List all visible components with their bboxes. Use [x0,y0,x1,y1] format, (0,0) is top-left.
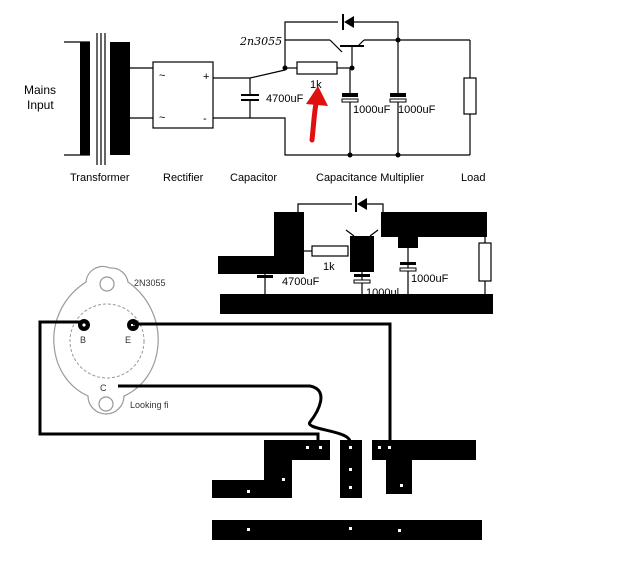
pin-c-label: C [100,383,107,393]
transistor-pinout: 2N3055 B E C Looking fi [53,265,169,415]
rectifier: ~ ~ + - [152,61,214,129]
caption-capacitor: Capacitor [230,172,277,184]
mains-label-line1: Mains [24,83,56,97]
transistor-label: 2n3055 [239,35,282,48]
resistor-label: 1k [310,79,322,91]
pad-right [372,440,476,494]
pinout-note: Looking fi [130,400,169,410]
cap-main-label: 4700uF [266,93,304,105]
track-left [218,212,304,274]
pad-left [212,440,330,498]
red-arrow-icon [306,86,328,143]
cap-b-label: 1000uF [398,104,436,116]
rectifier-ac2: ~ [159,112,165,124]
caption-transformer: Transformer [70,172,130,184]
schematic: Mains Input ~ ~ + - [24,14,485,184]
pinout-title: 2N3055 [134,278,166,288]
capacitor-1000uf-b: 1000uF [389,37,436,158]
pin-e-label: E [125,335,131,345]
layout-cap-main-label: 4700uF [282,276,320,288]
caption-rectifier: Rectifier [163,172,204,184]
rectifier-plus: + [203,71,209,83]
layout-board: 1k 4700uF 1000ul 1000uF [218,196,493,314]
caption-load: Load [461,172,485,184]
connection-wires [38,320,392,443]
capacitor-4700uf: 4700uF [241,78,304,118]
rectifier-ac1: ~ [159,70,165,82]
layout-resistor-label: 1k [323,261,335,273]
transformer [64,33,153,165]
capacitor-1000uf-a: 1000uF [341,68,391,158]
rectifier-minus: - [203,113,207,125]
caption-multiplier: Capacitance Multiplier [316,172,425,184]
cap-a-label: 1000uF [353,104,391,116]
track-right [381,212,487,248]
pin-b-label: B [80,335,86,345]
resistor-1k: 1k [282,61,355,91]
layout-cap-b-label: 1000uF [411,273,449,285]
diode [344,16,354,28]
bottom-board [212,440,482,540]
load-resistor [463,40,477,155]
transistor-2n3055: 2n3055 [239,35,470,66]
mains-label-line2: Input [27,98,54,112]
pad-ground [212,520,482,540]
track-ground [220,294,493,314]
track-transistor [350,236,374,272]
